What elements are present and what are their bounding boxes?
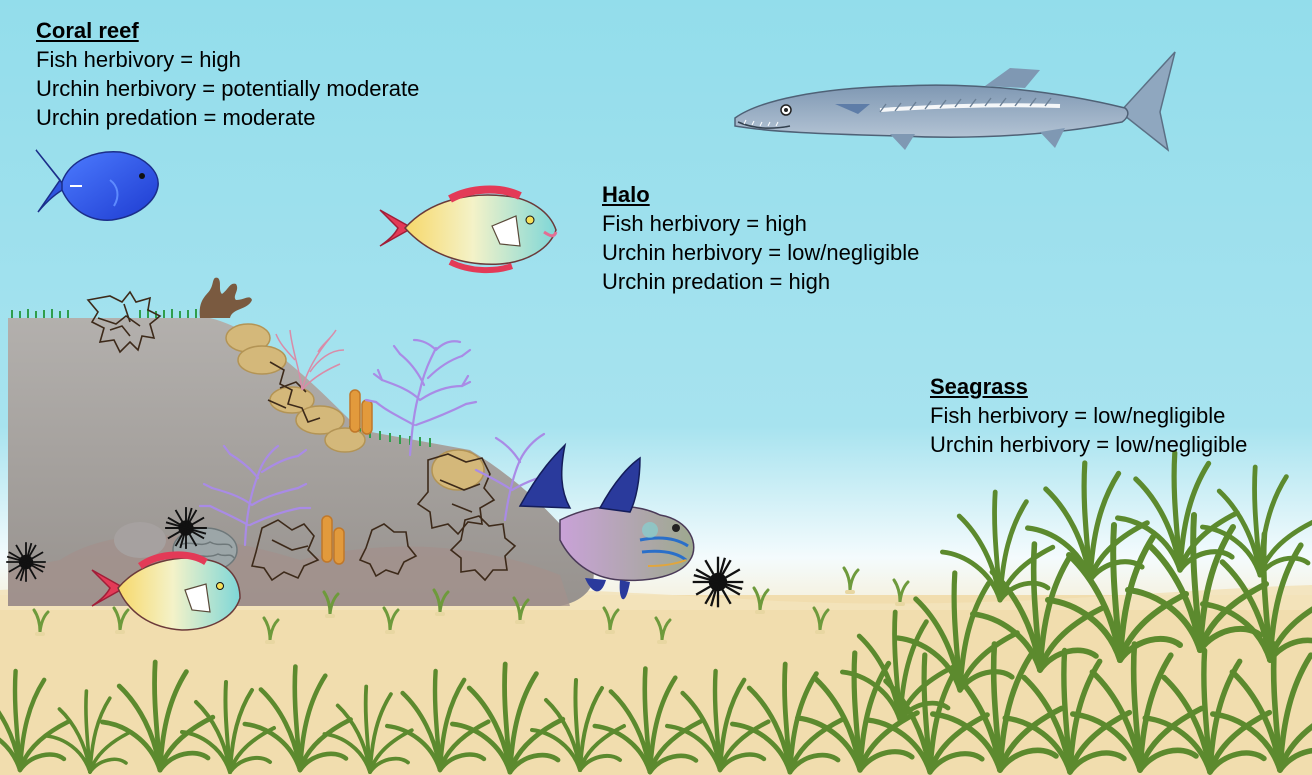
seagrass-urchin-herbivory: Urchin herbivory = low/negligible <box>930 430 1247 459</box>
coral-reef-urchin-predation: Urchin predation = moderate <box>36 103 419 132</box>
halo-urchin-herbivory: Urchin herbivory = low/negligible <box>602 238 919 267</box>
seagrass-heading: Seagrass <box>930 372 1247 401</box>
seagrass-label-block: Seagrass Fish herbivory = low/negligible… <box>930 372 1247 459</box>
halo-urchin-predation: Urchin predation = high <box>602 267 919 296</box>
coral-reef-label-block: Coral reef Fish herbivory = high Urchin … <box>36 16 419 132</box>
halo-label-block: Halo Fish herbivory = high Urchin herbiv… <box>602 180 919 296</box>
coral-reef-heading: Coral reef <box>36 16 419 45</box>
seagrass-fish-herbivory: Fish herbivory = low/negligible <box>930 401 1247 430</box>
halo-heading: Halo <box>602 180 919 209</box>
coral-reef-urchin-herbivory: Urchin herbivory = potentially moderate <box>36 74 419 103</box>
coral-reef-fish-herbivory: Fish herbivory = high <box>36 45 419 74</box>
halo-fish-herbivory: Fish herbivory = high <box>602 209 919 238</box>
